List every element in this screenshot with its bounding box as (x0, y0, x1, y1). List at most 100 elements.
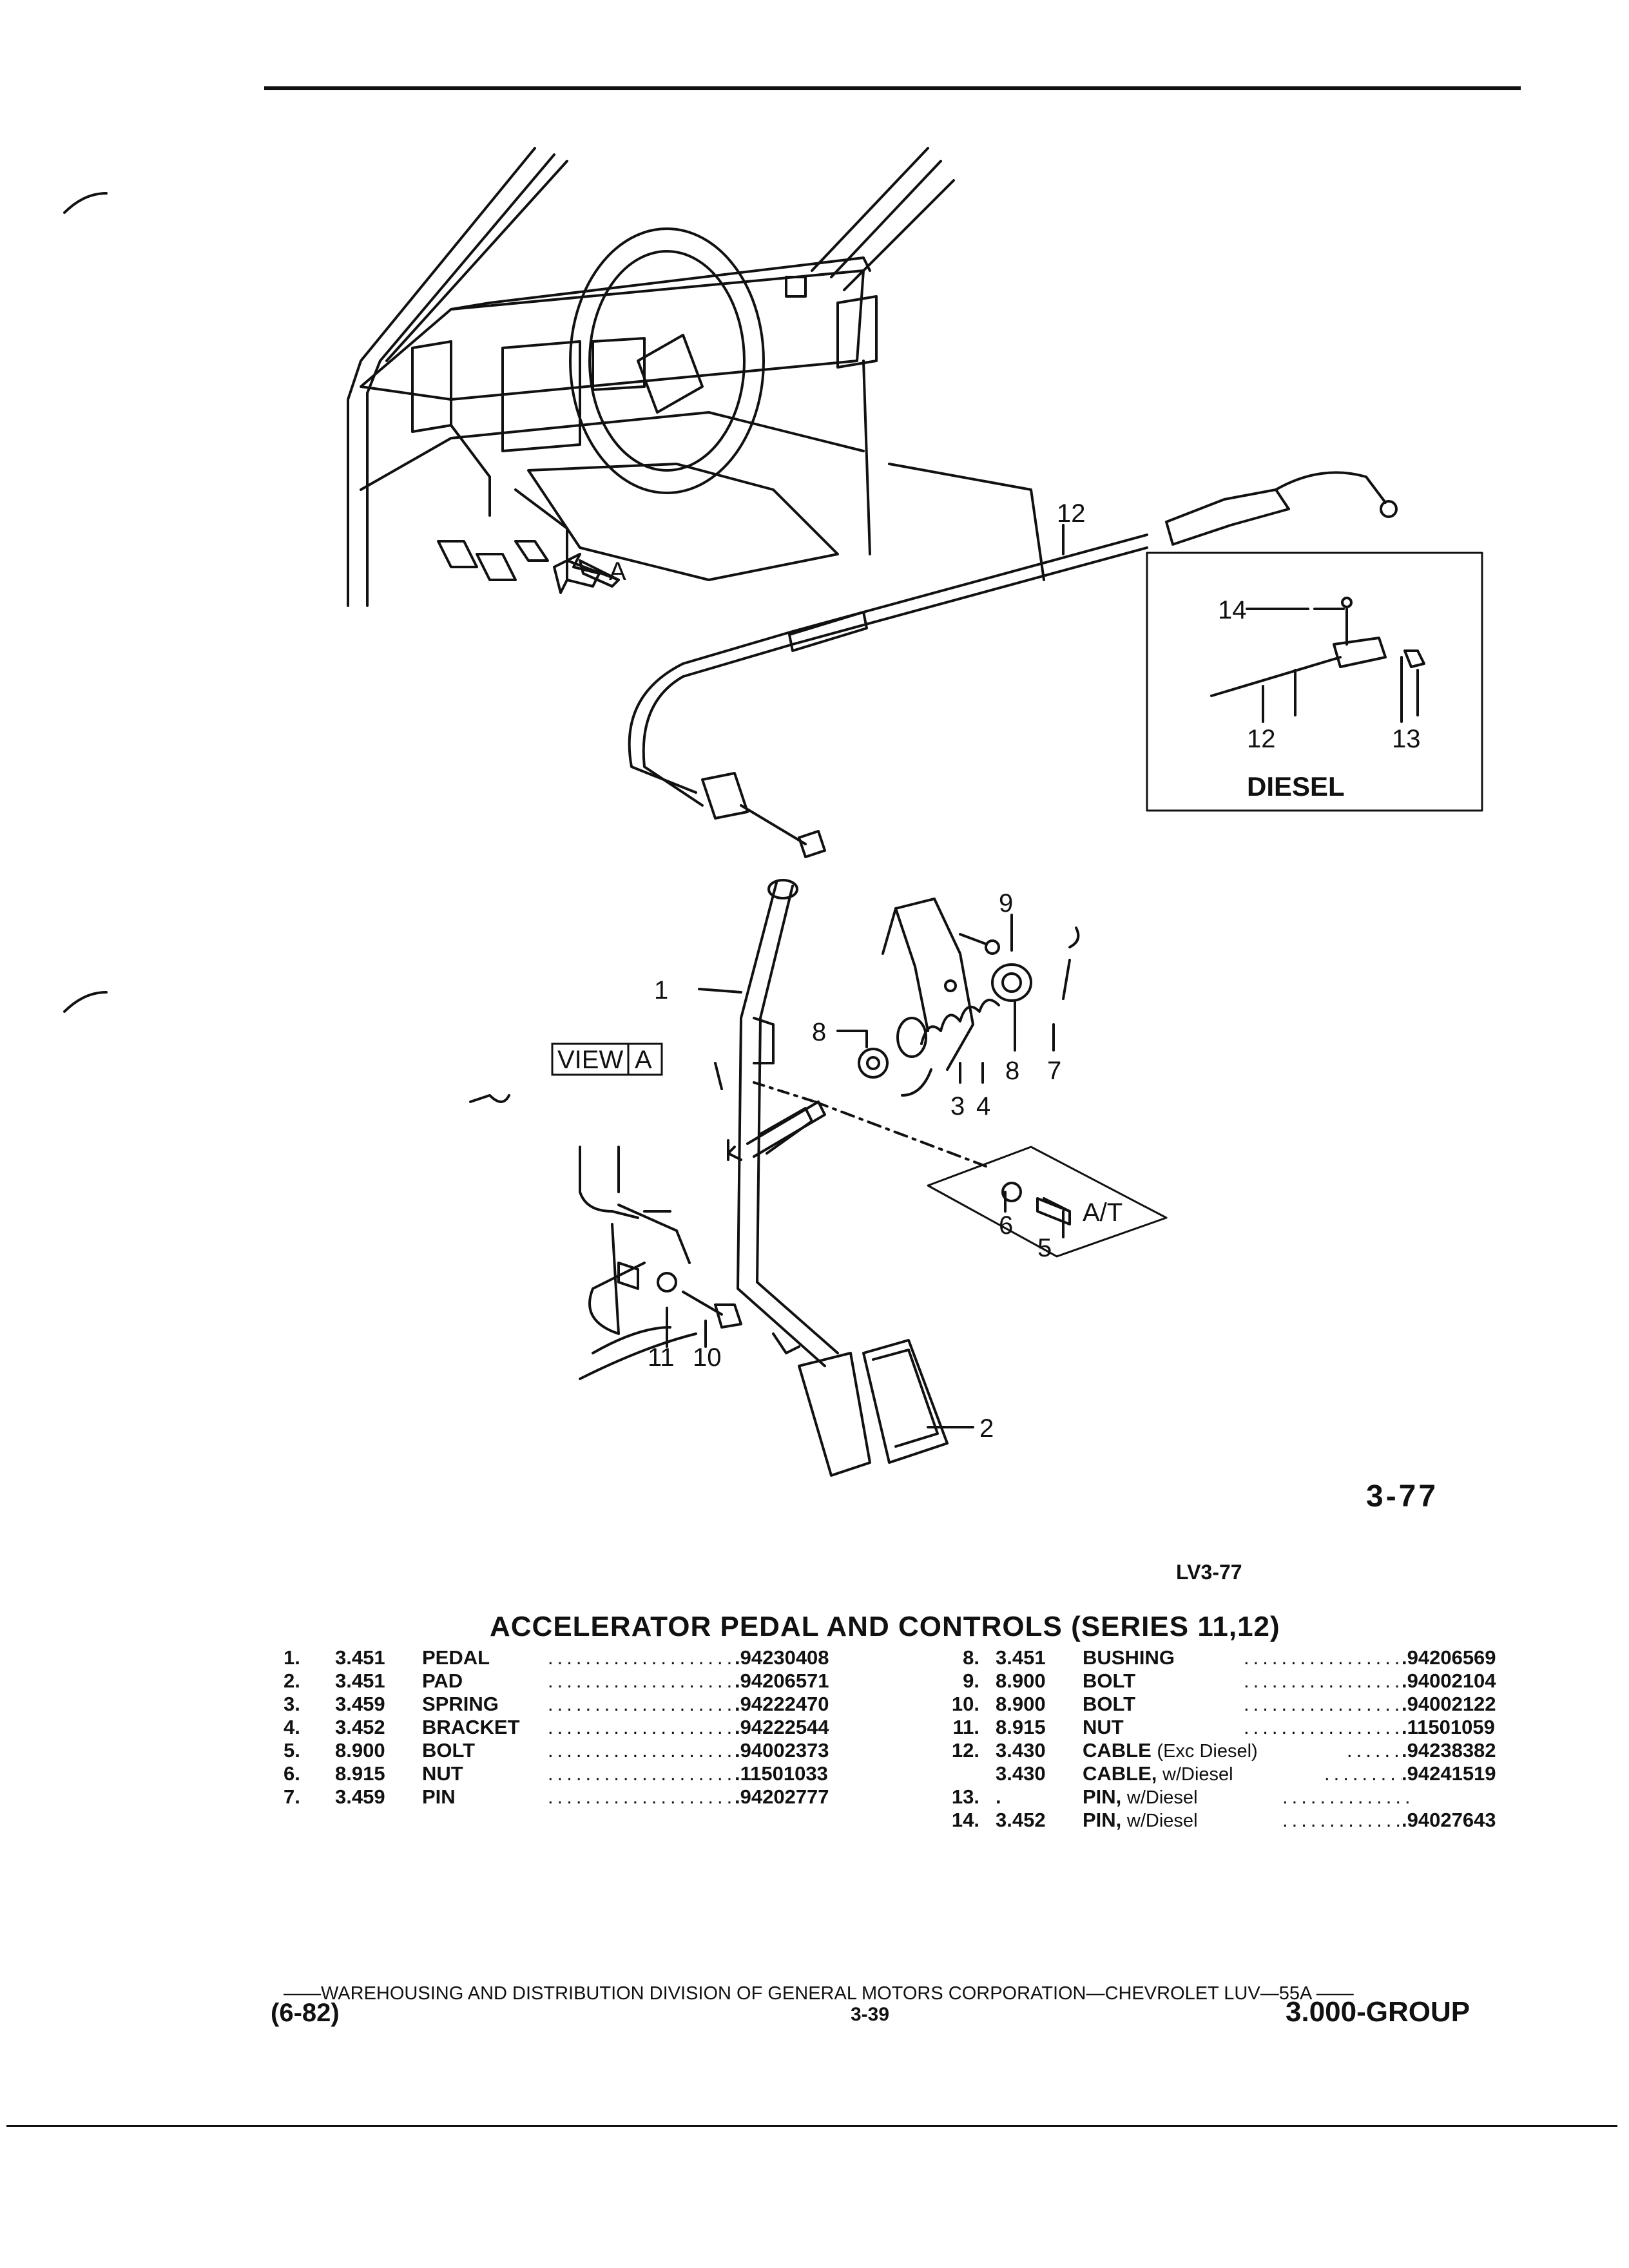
item-number: 13. (951, 1785, 979, 1808)
part-note: (Exc Diesel) (1157, 1741, 1258, 1762)
diesel-inset-box (1146, 552, 1483, 812)
callout-labels: 12 14 12 13 DIESEL 1 9 8 8 7 3 4 6 5 A/T… (551, 499, 1421, 1443)
view-a-box (551, 1043, 663, 1076)
leader-dots: .................................... (548, 1785, 735, 1808)
part-description: PIN, w/Diesel (1083, 1809, 1198, 1832)
part-description: PAD (422, 1669, 463, 1692)
part-name: PIN, (1083, 1785, 1122, 1808)
leader-dots: .................................... (548, 1739, 735, 1762)
part-description: BOLT (1083, 1669, 1135, 1693)
part-name: BUSHING (1083, 1646, 1175, 1669)
part-number: .94002122 (1402, 1693, 1496, 1715)
at-label: A/T (1083, 1198, 1123, 1227)
part-description: CABLE, w/Diesel (1083, 1762, 1233, 1785)
item-number: 14. (951, 1809, 979, 1831)
exploded-parts-diagram: 12 14 12 13 DIESEL 1 9 8 8 7 3 4 6 5 A/T… (63, 147, 1483, 1477)
page-title: ACCELERATOR PEDAL AND CONTROLS (SERIES 1… (490, 1611, 1280, 1642)
item-number: 9. (963, 1669, 979, 1692)
part-number: .94206569 (1402, 1646, 1496, 1669)
leader-dots: .................................... (1244, 1716, 1402, 1738)
callout-6: 6 (999, 1211, 1013, 1240)
callout-14: 14 (1218, 596, 1247, 624)
group-number: 3.451 (996, 1646, 1046, 1669)
callout-8-left: 8 (812, 1018, 826, 1046)
group-number: 8.900 (996, 1693, 1046, 1715)
item-number: 10. (951, 1693, 979, 1715)
diesel-label: DIESEL (1247, 771, 1345, 802)
item-number: 6. (284, 1762, 300, 1785)
part-note: w/Diesel (1126, 1811, 1198, 1831)
bracket-spring-illustration (858, 898, 1080, 1097)
group-number: 8.900 (996, 1669, 1046, 1692)
part-name: CABLE, (1083, 1762, 1157, 1785)
callout-9: 9 (999, 889, 1013, 918)
item-number: 3. (284, 1693, 300, 1715)
part-name: BOLT (1083, 1693, 1136, 1715)
part-description: PIN (422, 1785, 456, 1808)
margin-mark (63, 991, 108, 1013)
view-arrow-icon (553, 553, 601, 594)
part-note: w/Diesel (1162, 1764, 1233, 1785)
callout-12-cable: 12 (1057, 499, 1086, 528)
group-number: 3.452 (335, 1716, 385, 1738)
group-number: 8.915 (996, 1716, 1046, 1738)
group-number: 3.459 (335, 1693, 385, 1715)
part-name: BOLT (1083, 1669, 1136, 1692)
leader-line (469, 1094, 510, 1103)
group-number: . (996, 1785, 1001, 1808)
item-number: 8. (963, 1646, 979, 1669)
part-description: BUSHING (1083, 1646, 1175, 1669)
footer-date: (6-82) (271, 1999, 340, 2027)
leader-dots: .......... (1324, 1762, 1402, 1785)
margin-mark (63, 192, 108, 214)
part-number: .94202777 (735, 1785, 829, 1808)
leader-dots: .......... (1347, 1739, 1402, 1762)
callout-3: 3 (950, 1092, 965, 1120)
group-number: 3.452 (996, 1809, 1046, 1831)
illustration-code: LV3-77 (1176, 1561, 1242, 1584)
group-number: 3.451 (335, 1646, 385, 1669)
item-number: 4. (284, 1716, 300, 1738)
footer-group: 3.000-GROUP (1286, 1996, 1470, 2028)
part-number: .94238382 (1402, 1739, 1496, 1762)
at-inset-box (927, 1146, 1168, 1258)
group-number: 3.430 (996, 1739, 1046, 1762)
item-number: 5. (284, 1739, 300, 1762)
leader-dots: .................................... (1244, 1646, 1402, 1669)
part-description: PIN, w/Diesel (1083, 1785, 1198, 1809)
part-number: .94002104 (1402, 1669, 1496, 1692)
item-number: 12. (951, 1739, 979, 1762)
leader-dots: .................................... (548, 1762, 735, 1785)
leader-dots: .............. (1282, 1809, 1402, 1831)
group-number: 3.451 (335, 1669, 385, 1692)
item-number: 11. (952, 1716, 979, 1738)
footer-publisher-line: ——WAREHOUSING AND DISTRIBUTION DIVISION … (284, 1983, 1354, 2004)
leader-dots: .............. (1282, 1785, 1414, 1808)
callout-4: 4 (976, 1092, 990, 1120)
leader-dots: .................................... (1244, 1693, 1402, 1715)
item-number: 2. (284, 1669, 300, 1692)
part-description: NUT (1083, 1716, 1124, 1739)
pedal-illustration (714, 879, 949, 1477)
part-number: .94206571 (735, 1669, 829, 1692)
part-number: .94027643 (1402, 1809, 1496, 1831)
part-number: .11501033 (735, 1762, 828, 1785)
callout-10: 10 (693, 1343, 722, 1372)
leader-dots: .................................... (1244, 1669, 1402, 1692)
leader-line (836, 1030, 868, 1048)
footer-rule (6, 2125, 1617, 2127)
leader-dots: .................................... (548, 1669, 735, 1692)
group-number: 8.915 (335, 1762, 385, 1785)
part-note: w/Diesel (1126, 1787, 1198, 1808)
part-name: PIN, (1083, 1809, 1122, 1831)
group-number: 3.430 (996, 1762, 1046, 1785)
callout-12-diesel: 12 (1247, 725, 1276, 753)
leader-dots: .................................... (548, 1646, 735, 1669)
view-label: VIEW (557, 1046, 623, 1074)
part-description: BOLT (422, 1739, 476, 1762)
cab-interior-illustration (347, 147, 1045, 607)
part-description: NUT (422, 1762, 463, 1785)
leader-line (698, 988, 742, 994)
part-description: PEDAL (422, 1646, 490, 1669)
